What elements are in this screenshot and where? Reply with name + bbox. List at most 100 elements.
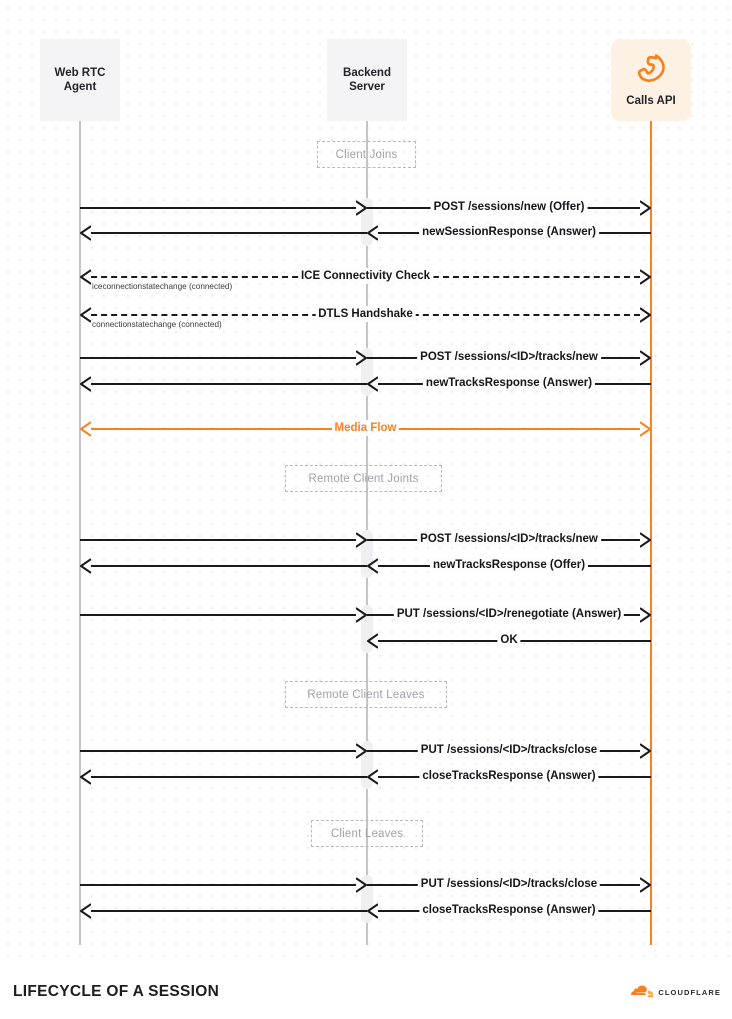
arrowhead-right-icon [640, 307, 651, 323]
actor-webrtc[interactable]: Web RTC Agent [40, 39, 120, 121]
arrowhead-right-icon [640, 200, 651, 216]
arrowhead-right-icon [640, 877, 651, 893]
arrowhead-right-icon [640, 607, 651, 623]
fragment-label: Remote Client Leaves [285, 681, 447, 708]
message-line [80, 614, 356, 616]
sequence-message [80, 903, 367, 919]
arrowhead-right-icon [356, 532, 367, 548]
diagram-footer: LIFECYCLE OF A SESSION CLOUDFLARE [0, 966, 732, 1019]
arrowhead-left-icon [80, 376, 91, 392]
message-label: POST /sessions/<ID>/tracks/new [417, 531, 601, 547]
sequence-message: PUT /sessions/<ID>/tracks/close [367, 742, 651, 759]
arrowhead-left-icon [367, 376, 378, 392]
message-label: newTracksResponse (Answer) [422, 375, 596, 391]
sequence-message: closeTracksResponse (Answer) [367, 902, 651, 919]
arrowhead-left-icon [80, 558, 91, 574]
arrowhead-right-icon [640, 269, 651, 285]
sequence-message [80, 200, 367, 216]
message-line [80, 750, 356, 752]
message-line [91, 232, 367, 234]
arrowhead-left-icon [367, 558, 378, 574]
message-line [80, 357, 356, 359]
message-label: newTracksResponse (Offer) [429, 557, 589, 573]
actor-box-webrtc: Web RTC Agent [40, 39, 120, 121]
message-label: POST /sessions/<ID>/tracks/new [417, 349, 601, 365]
sequence-message: ICE Connectivity Check [80, 268, 651, 285]
sequence-message [80, 225, 367, 241]
sequence-message [80, 607, 367, 623]
arrowhead-right-icon [640, 421, 651, 437]
arrowhead-right-icon [356, 350, 367, 366]
sequence-message: newTracksResponse (Answer) [367, 375, 651, 392]
actor-calls[interactable]: Calls API [611, 39, 691, 121]
actor-label-webrtc: Web RTC Agent [54, 66, 106, 93]
message-label: newSessionResponse (Answer) [419, 224, 599, 240]
sequence-message: POST /sessions/<ID>/tracks/new [367, 349, 651, 366]
actor-box-backend: Backend Server [327, 39, 407, 121]
message-label: POST /sessions/new (Offer) [430, 199, 588, 215]
arrowhead-right-icon [640, 350, 651, 366]
message-label: DTLS Handshake [315, 306, 416, 322]
sequence-message [80, 769, 367, 785]
arrowhead-left-icon [80, 421, 91, 437]
arrowhead-left-icon [80, 225, 91, 241]
sequence-message: Media Flow [80, 420, 651, 437]
message-sublabel: iceconnectionstatechange (connected) [92, 282, 233, 291]
lifeline-calls [650, 121, 652, 945]
fragment-label: Remote Client Joints [285, 465, 442, 492]
message-line [80, 207, 356, 209]
sequence-message [80, 532, 367, 548]
message-line [91, 383, 367, 385]
sequence-message [80, 558, 367, 574]
arrowhead-right-icon [356, 743, 367, 759]
message-line [80, 539, 356, 541]
message-label: Media Flow [331, 420, 400, 436]
sequence-message: POST /sessions/new (Offer) [367, 199, 651, 216]
sequence-message: closeTracksResponse (Answer) [367, 768, 651, 785]
sequence-message [80, 376, 367, 392]
message-sublabel: connectionstatechange (connected) [92, 320, 222, 329]
arrowhead-right-icon [640, 532, 651, 548]
sequence-message [80, 743, 367, 759]
cloudflare-logo: CLOUDFLARE [631, 985, 721, 999]
arrowhead-right-icon [356, 877, 367, 893]
sequence-message: DTLS Handshake [80, 306, 651, 323]
message-label: PUT /sessions/<ID>/tracks/close [417, 742, 601, 758]
fragment-label: Client Leaves [311, 820, 423, 847]
sequence-message: POST /sessions/<ID>/tracks/new [367, 531, 651, 548]
message-line [91, 776, 367, 778]
arrowhead-left-icon [367, 903, 378, 919]
message-line [91, 910, 367, 912]
lifeline-webrtc [79, 121, 81, 945]
arrowhead-left-icon [80, 769, 91, 785]
arrowhead-right-icon [356, 607, 367, 623]
message-label: closeTracksResponse (Answer) [419, 768, 599, 784]
sequence-message: PUT /sessions/<ID>/tracks/close [367, 876, 651, 893]
arrowhead-left-icon [367, 225, 378, 241]
sequence-message: OK [367, 632, 651, 649]
message-label: PUT /sessions/<ID>/renegotiate (Answer) [393, 606, 625, 622]
cloudflare-wordmark: CLOUDFLARE [658, 987, 721, 997]
arrowhead-left-icon [80, 269, 91, 285]
sequence-message: newSessionResponse (Answer) [367, 224, 651, 241]
phone-icon [634, 51, 668, 90]
fragment-label: Client Joins [317, 141, 416, 168]
sequence-message [80, 350, 367, 366]
message-line [91, 565, 367, 567]
sequence-message: newTracksResponse (Offer) [367, 557, 651, 574]
message-label: closeTracksResponse (Answer) [419, 902, 599, 918]
cloudflare-cloud-icon [631, 985, 654, 998]
actor-backend[interactable]: Backend Server [327, 39, 407, 121]
sequence-message: PUT /sessions/<ID>/renegotiate (Answer) [367, 606, 651, 623]
message-line [80, 884, 356, 886]
actor-box-calls: Calls API [611, 39, 691, 121]
arrowhead-right-icon [356, 200, 367, 216]
message-label: OK [497, 632, 521, 648]
arrowhead-left-icon [80, 307, 91, 323]
message-label: PUT /sessions/<ID>/tracks/close [417, 876, 601, 892]
sequence-message [80, 877, 367, 893]
actor-label-calls: Calls API [626, 95, 676, 108]
arrowhead-left-icon [367, 769, 378, 785]
